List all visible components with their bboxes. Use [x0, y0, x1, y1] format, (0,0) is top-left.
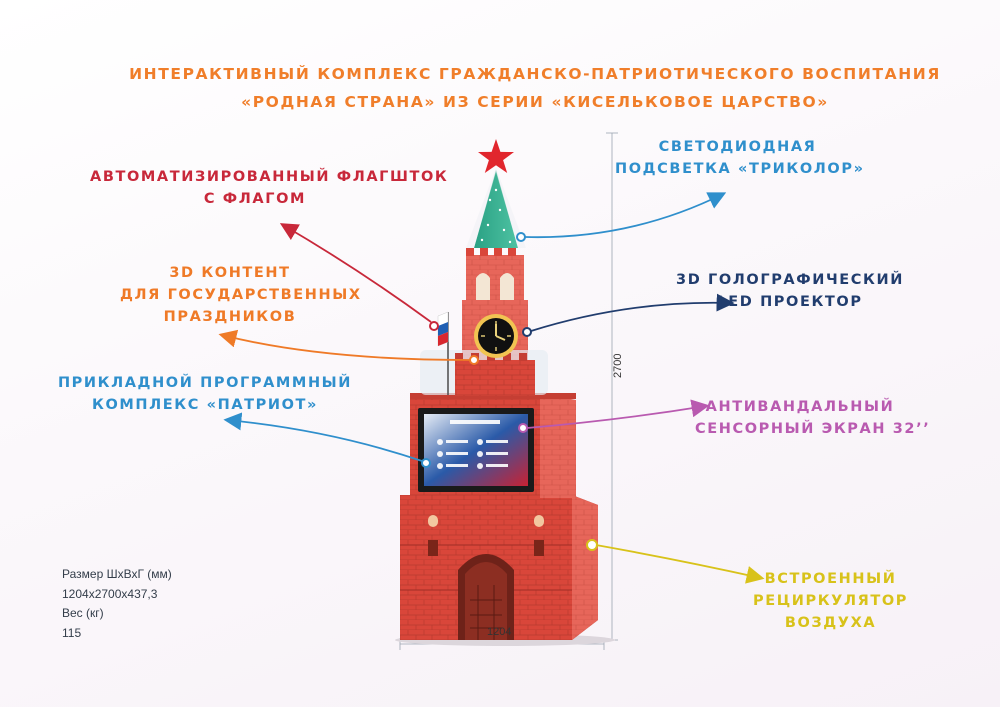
feature-led-backlight-line-1: СВЕТОДИОДНАЯ [658, 139, 817, 155]
page-title-line-1: ИНТЕРАКТИВНЫЙ КОМПЛЕКС ГРАЖДАНСКО-ПАТРИО… [129, 65, 941, 83]
specs-weight-label: Вес (кг) [62, 606, 104, 620]
specs-block: Размер ШхВхГ (мм) 1204x2700x437,3 Вес (к… [62, 565, 172, 643]
specs-weight-value: 115 [62, 625, 82, 640]
feature-touch-screen-line-1: АНТИВАНДАЛЬНЫЙ [705, 399, 895, 415]
feature-led-backlight-line-2: ПОДСВЕТКА «ТРИКОЛОР» [615, 161, 865, 177]
feature-3d-content-line-1: 3D КОНТЕНТ [169, 265, 291, 281]
feature-software-line-1: ПРИКЛАДНОЙ ПРОГРАММНЫЙ [57, 375, 353, 391]
feature-air-recirculator: ВСТРОЕННЫЙ РЕЦИРКУЛЯТОР ВОЗДУХА [748, 568, 913, 634]
width-dimension-label: 1204 [487, 626, 512, 638]
feature-holo-projector-line-2: LED ПРОЕКТОР [717, 294, 863, 310]
feature-air-recirculator-line-2: РЕЦИРКУЛЯТОР [752, 593, 909, 609]
feature-flagpole-line-2: С ФЛАГОМ [203, 191, 307, 207]
specs-size-label: Размер ШхВхГ (мм) [62, 567, 172, 581]
height-dimension-label: 2700 [612, 353, 624, 378]
feature-touch-screen: АНТИВАНДАЛЬНЫЙ СЕНСОРНЫЙ ЭКРАН 32’’ [695, 396, 931, 440]
feature-touch-screen-line-2: СЕНСОРНЫЙ ЭКРАН 32’’ [695, 421, 931, 437]
feature-3d-content-line-2: ДЛЯ ГОСУДАРСТВЕННЫХ [120, 287, 362, 303]
feature-software: ПРИКЛАДНОЙ ПРОГРАММНЫЙ КОМПЛЕКС «ПАТРИОТ… [50, 372, 360, 416]
feature-holo-projector-line-1: 3D ГОЛОГРАФИЧЕСКИЙ [676, 272, 904, 288]
feature-air-recirculator-line-3: ВОЗДУХА [784, 615, 877, 631]
feature-led-backlight: СВЕТОДИОДНАЯ ПОДСВЕТКА «ТРИКОЛОР» [615, 136, 865, 180]
feature-flagpole-line-1: АВТОМАТИЗИРОВАННЫЙ ФЛАГШТОК [90, 169, 449, 185]
feature-3d-content-line-3: ПРАЗДНИКОВ [163, 309, 297, 325]
feature-holo-projector: 3D ГОЛОГРАФИЧЕСКИЙ LED ПРОЕКТОР [675, 269, 905, 313]
feature-flagpole: АВТОМАТИЗИРОВАННЫЙ ФЛАГШТОК С ФЛАГОМ [90, 166, 449, 210]
feature-software-line-2: КОМПЛЕКС «ПАТРИОТ» [92, 397, 318, 413]
specs-size-value: 1204x2700x437,3 [62, 586, 158, 601]
feature-3d-content: 3D КОНТЕНТ ДЛЯ ГОСУДАРСТВЕННЫХ ПРАЗДНИКО… [120, 262, 362, 328]
feature-air-recirculator-line-1: ВСТРОЕННЫЙ [764, 571, 897, 587]
page-title-line-2: «РОДНАЯ СТРАНА» ИЗ СЕРИИ «КИСЕЛЬКОВОЕ ЦА… [241, 93, 829, 111]
